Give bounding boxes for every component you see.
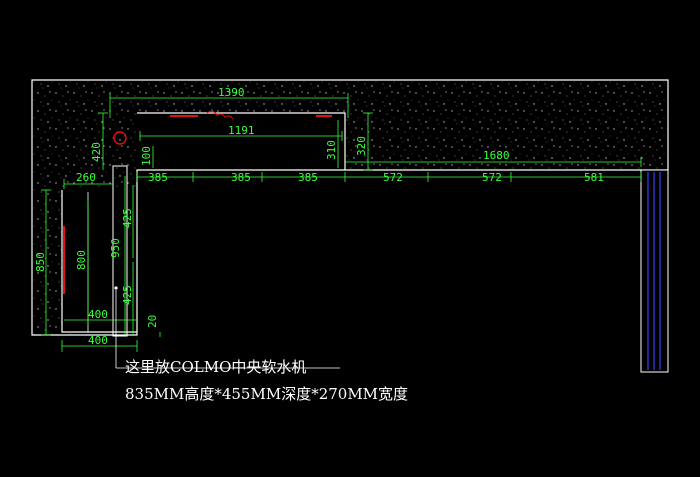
dim-small-depth: 100 [140,146,153,166]
dim-upper-425: 425 [121,208,134,228]
dim-seg4: 572 [383,171,403,184]
dim-cabinet-height: 950 [109,238,122,258]
note-anchor [114,286,118,290]
dim-top-inner: 1191 [228,124,255,137]
dim-inner-width: 400 [88,308,108,321]
drain-icon [113,131,127,145]
dim-left-height: 850 [34,252,47,272]
red-tap-mark [206,110,234,120]
dim-lower-425: 425 [121,285,134,305]
lower-cabinet-cutout [62,190,137,332]
appliance-box [112,165,128,337]
dim-seg1: 385 [148,171,168,184]
dimension-lines [41,93,642,352]
dim-seg2: 385 [231,171,251,184]
sink-outline [137,112,346,170]
dim-seg3: 385 [298,171,318,184]
dim-right-inner: 310 [325,140,338,160]
note-line-1: 这里放COLMO中央软水机 [125,358,306,376]
sink-cutout [137,113,345,170]
dim-left-short: 260 [76,171,96,184]
dim-left-upper: 420 [90,142,103,162]
dim-top-total: 1390 [218,86,245,99]
lower-cabinet-outline [61,190,137,333]
dim-inner-height: 800 [75,250,88,270]
dim-right-depth: 320 [355,136,368,156]
dim-long-run: 1680 [483,149,510,162]
countertop-outline [31,79,669,336]
dim-seg6: 581 [584,171,604,184]
dim-seg5: 572 [482,171,502,184]
note-line-2: 835MM高度*455MM深度*270MM宽度 [125,385,408,403]
dim-bottom-width: 400 [88,334,108,347]
dim-small-gap: 20 [146,315,159,328]
